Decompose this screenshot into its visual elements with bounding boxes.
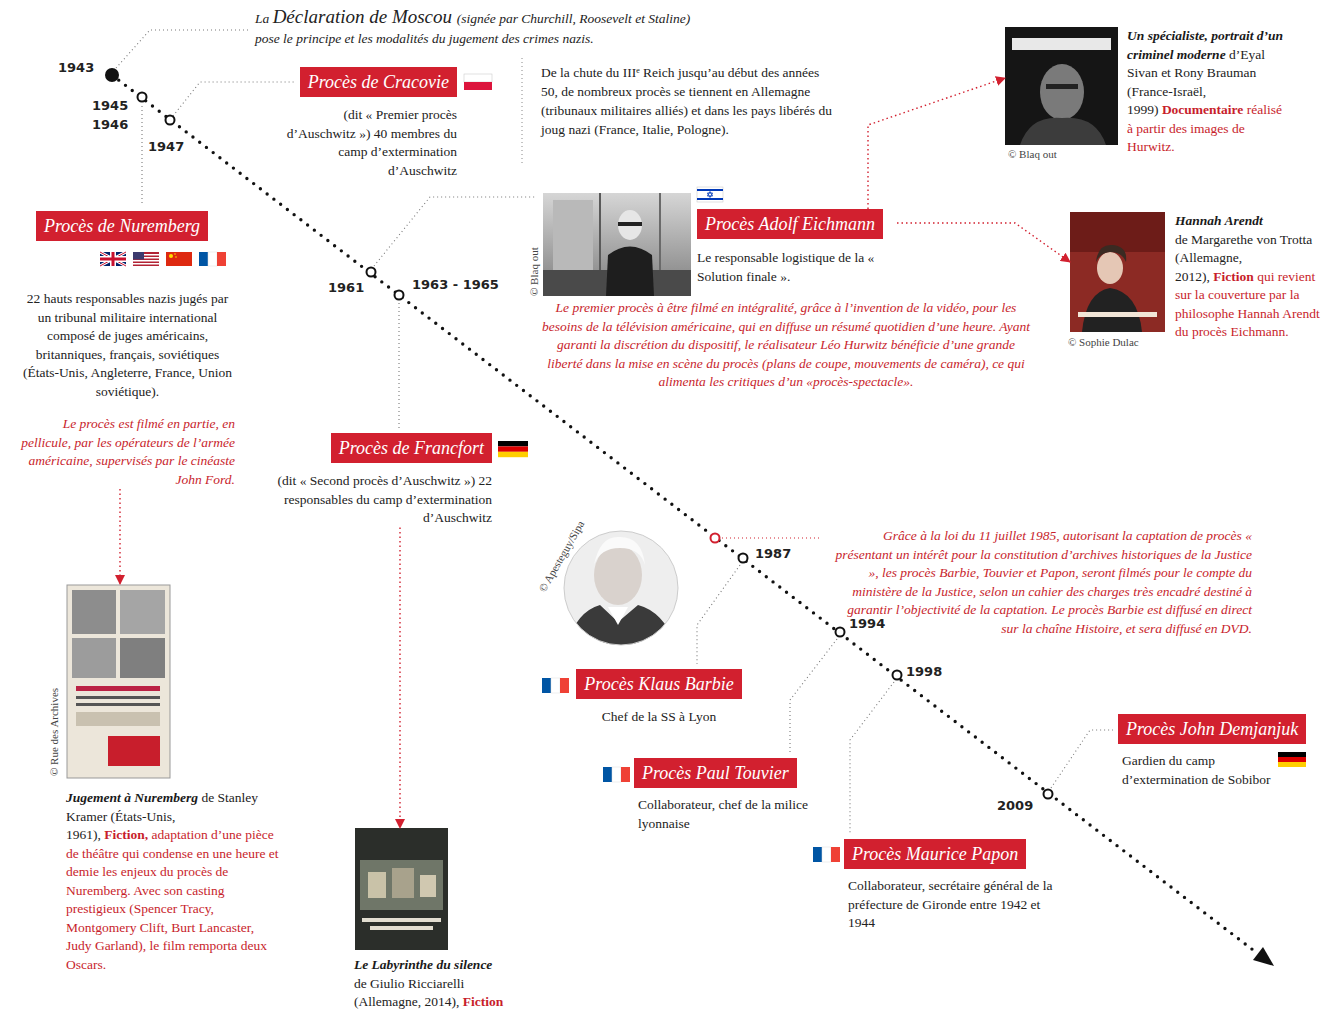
trial-node: Procès Klaus BarbieChef de la SS à Lyon <box>575 669 743 727</box>
film-node: Jugement à Nurembergde Stanley Kramer (É… <box>66 584 281 974</box>
year-label: 1945 <box>92 98 128 113</box>
declaration-text: La <box>255 11 269 26</box>
flag-israel <box>697 187 723 202</box>
declaration-text: pose le principe et les modalités du jug… <box>255 30 792 48</box>
film-arrow <box>897 223 1070 262</box>
law-note: Grâce à la loi du 11 juillet 1985, autor… <box>830 527 1252 638</box>
node-text: Gardien du camp d’extermination de Sobib… <box>1118 752 1292 789</box>
year-label: 2009 <box>997 798 1033 813</box>
timeline-axis <box>112 75 1257 953</box>
year-label: 1987 <box>755 546 791 561</box>
node-text: Documentaire <box>1162 102 1243 117</box>
trial-heading: Procès John Demjanjuk <box>1118 714 1306 744</box>
film-node: Un spécialiste, portrait d’un criminel m… <box>1005 27 1290 157</box>
photo-credit: © Sophie Dulac <box>1068 336 1139 349</box>
leader-lines <box>116 30 1113 834</box>
node-text: (dit « Premier procès d’Auschwitz ») 40 … <box>285 106 457 180</box>
flag-china <box>166 252 192 266</box>
year-label: 1994 <box>849 616 885 631</box>
node-text: Hannah Arendt <box>1175 212 1322 231</box>
node-text: Le responsable logistique de la « Soluti… <box>697 249 897 286</box>
flag-france <box>603 767 630 782</box>
declaration-text: La Déclaration de Moscou (signée par Churc… <box>255 6 795 48</box>
declaration-text: (signée par Churchill, Roosevelt et Stal… <box>457 11 690 26</box>
trial-node: Procès John DemjanjukGardien du camp d’e… <box>1118 714 1323 789</box>
node-text: Fiction <box>1213 269 1254 284</box>
red-leader <box>722 537 822 538</box>
node-text: 22 hauts responsables nazis jugés par un… <box>20 290 235 401</box>
barbie-portrait <box>564 531 678 650</box>
photo-credit: © Blaq out <box>528 247 541 296</box>
timeline-dots <box>105 68 1053 799</box>
film-arrow <box>399 528 400 829</box>
photo-credit: © Blaq out <box>1008 148 1057 161</box>
trial-node: Procès Adolf Eichmann Le responsable logi… <box>697 209 897 286</box>
trial-heading: Procès de Cracovie <box>300 67 457 97</box>
year-label: 1998 <box>906 664 942 679</box>
film-arrow <box>868 78 1005 209</box>
film-node: Le Labyrinthe du silencede Giulio Riccia… <box>354 828 529 1012</box>
poster-hannah-arendt <box>1070 212 1165 332</box>
trial-heading: Procès de Nuremberg <box>36 211 208 241</box>
eichmann-note: Le premier procès à être filmé en intégr… <box>540 299 1032 392</box>
year-label: 1946 <box>92 117 128 132</box>
year-label: 1961 <box>328 280 364 295</box>
flag-uk <box>100 252 126 266</box>
node-text: Collaborateur, secrétaire général de la … <box>844 877 1064 933</box>
node-text: Le Labyrinthe du silence <box>354 956 526 975</box>
year-label: 1943 <box>58 60 94 75</box>
photo-credit: © Rue des Archives <box>48 688 61 776</box>
timeline-arrowhead <box>1253 947 1274 966</box>
flag-france <box>199 252 226 266</box>
trial-node: Procès Maurice PaponCollaborateur, secré… <box>844 839 1064 933</box>
flag-france <box>542 678 569 693</box>
film-node: Hannah Arendtde Margarethe von Trotta (A… <box>1070 212 1325 342</box>
node-text: adaptation d’une pièce de théâtre qui co… <box>66 827 279 972</box>
year-label: 1963 - 1965 <box>412 277 499 292</box>
node-text: Jugement à Nuremberg <box>66 790 198 805</box>
trial-heading: Procès Paul Touvier <box>634 758 797 788</box>
trial-heading: Procès de Francfort <box>331 433 492 463</box>
flag-usa <box>133 252 159 266</box>
year-label: 1947 <box>148 139 184 154</box>
declaration-text: Déclaration de Moscou <box>273 6 452 27</box>
context-note: De la chute du IIIᵉ Reich jusqu’au début… <box>541 63 836 139</box>
flag-poland <box>464 74 492 90</box>
flag-france <box>813 847 840 862</box>
trial-node: Procès de Cracovie (dit « Premier procès … <box>285 67 457 180</box>
node-text: Chef de la SS à Lyon <box>575 708 743 727</box>
trial-heading: Procès Adolf Eichmann <box>697 209 883 239</box>
flag-germany <box>498 441 528 457</box>
node-text: de Giulio Ricciarelli (Allemagne, 2014), <box>354 976 464 1010</box>
trial-node: Procès de Francfort (dit « Second procès … <box>262 433 492 528</box>
poster-labyrinthe <box>355 828 448 950</box>
trial-node: Procès Paul TouvierCollaborateur, chef d… <box>634 758 814 833</box>
node-text: (dit « Second procès d’Auschwitz ») 22 r… <box>262 472 492 528</box>
trial-heading: Procès Klaus Barbie <box>576 669 741 699</box>
node-text: Fiction <box>463 994 504 1009</box>
node-text: Collaborateur, chef de la milice lyonnai… <box>634 796 814 833</box>
portrait-frame <box>564 531 678 645</box>
film-note: Le procès est filmé en partie, en pellic… <box>20 415 235 489</box>
film-arrow <box>119 489 120 584</box>
flag-germany <box>1278 752 1306 767</box>
node-text: Fiction, <box>104 827 148 842</box>
trial-node: Procès de Nuremberg 22 hauts responsables… <box>20 211 235 489</box>
trial-heading: Procès Maurice Papon <box>844 839 1026 869</box>
separator-line <box>522 58 523 165</box>
eichmann-photo <box>543 193 691 296</box>
poster-jugement <box>67 585 170 778</box>
poster-specialiste <box>1005 27 1118 145</box>
